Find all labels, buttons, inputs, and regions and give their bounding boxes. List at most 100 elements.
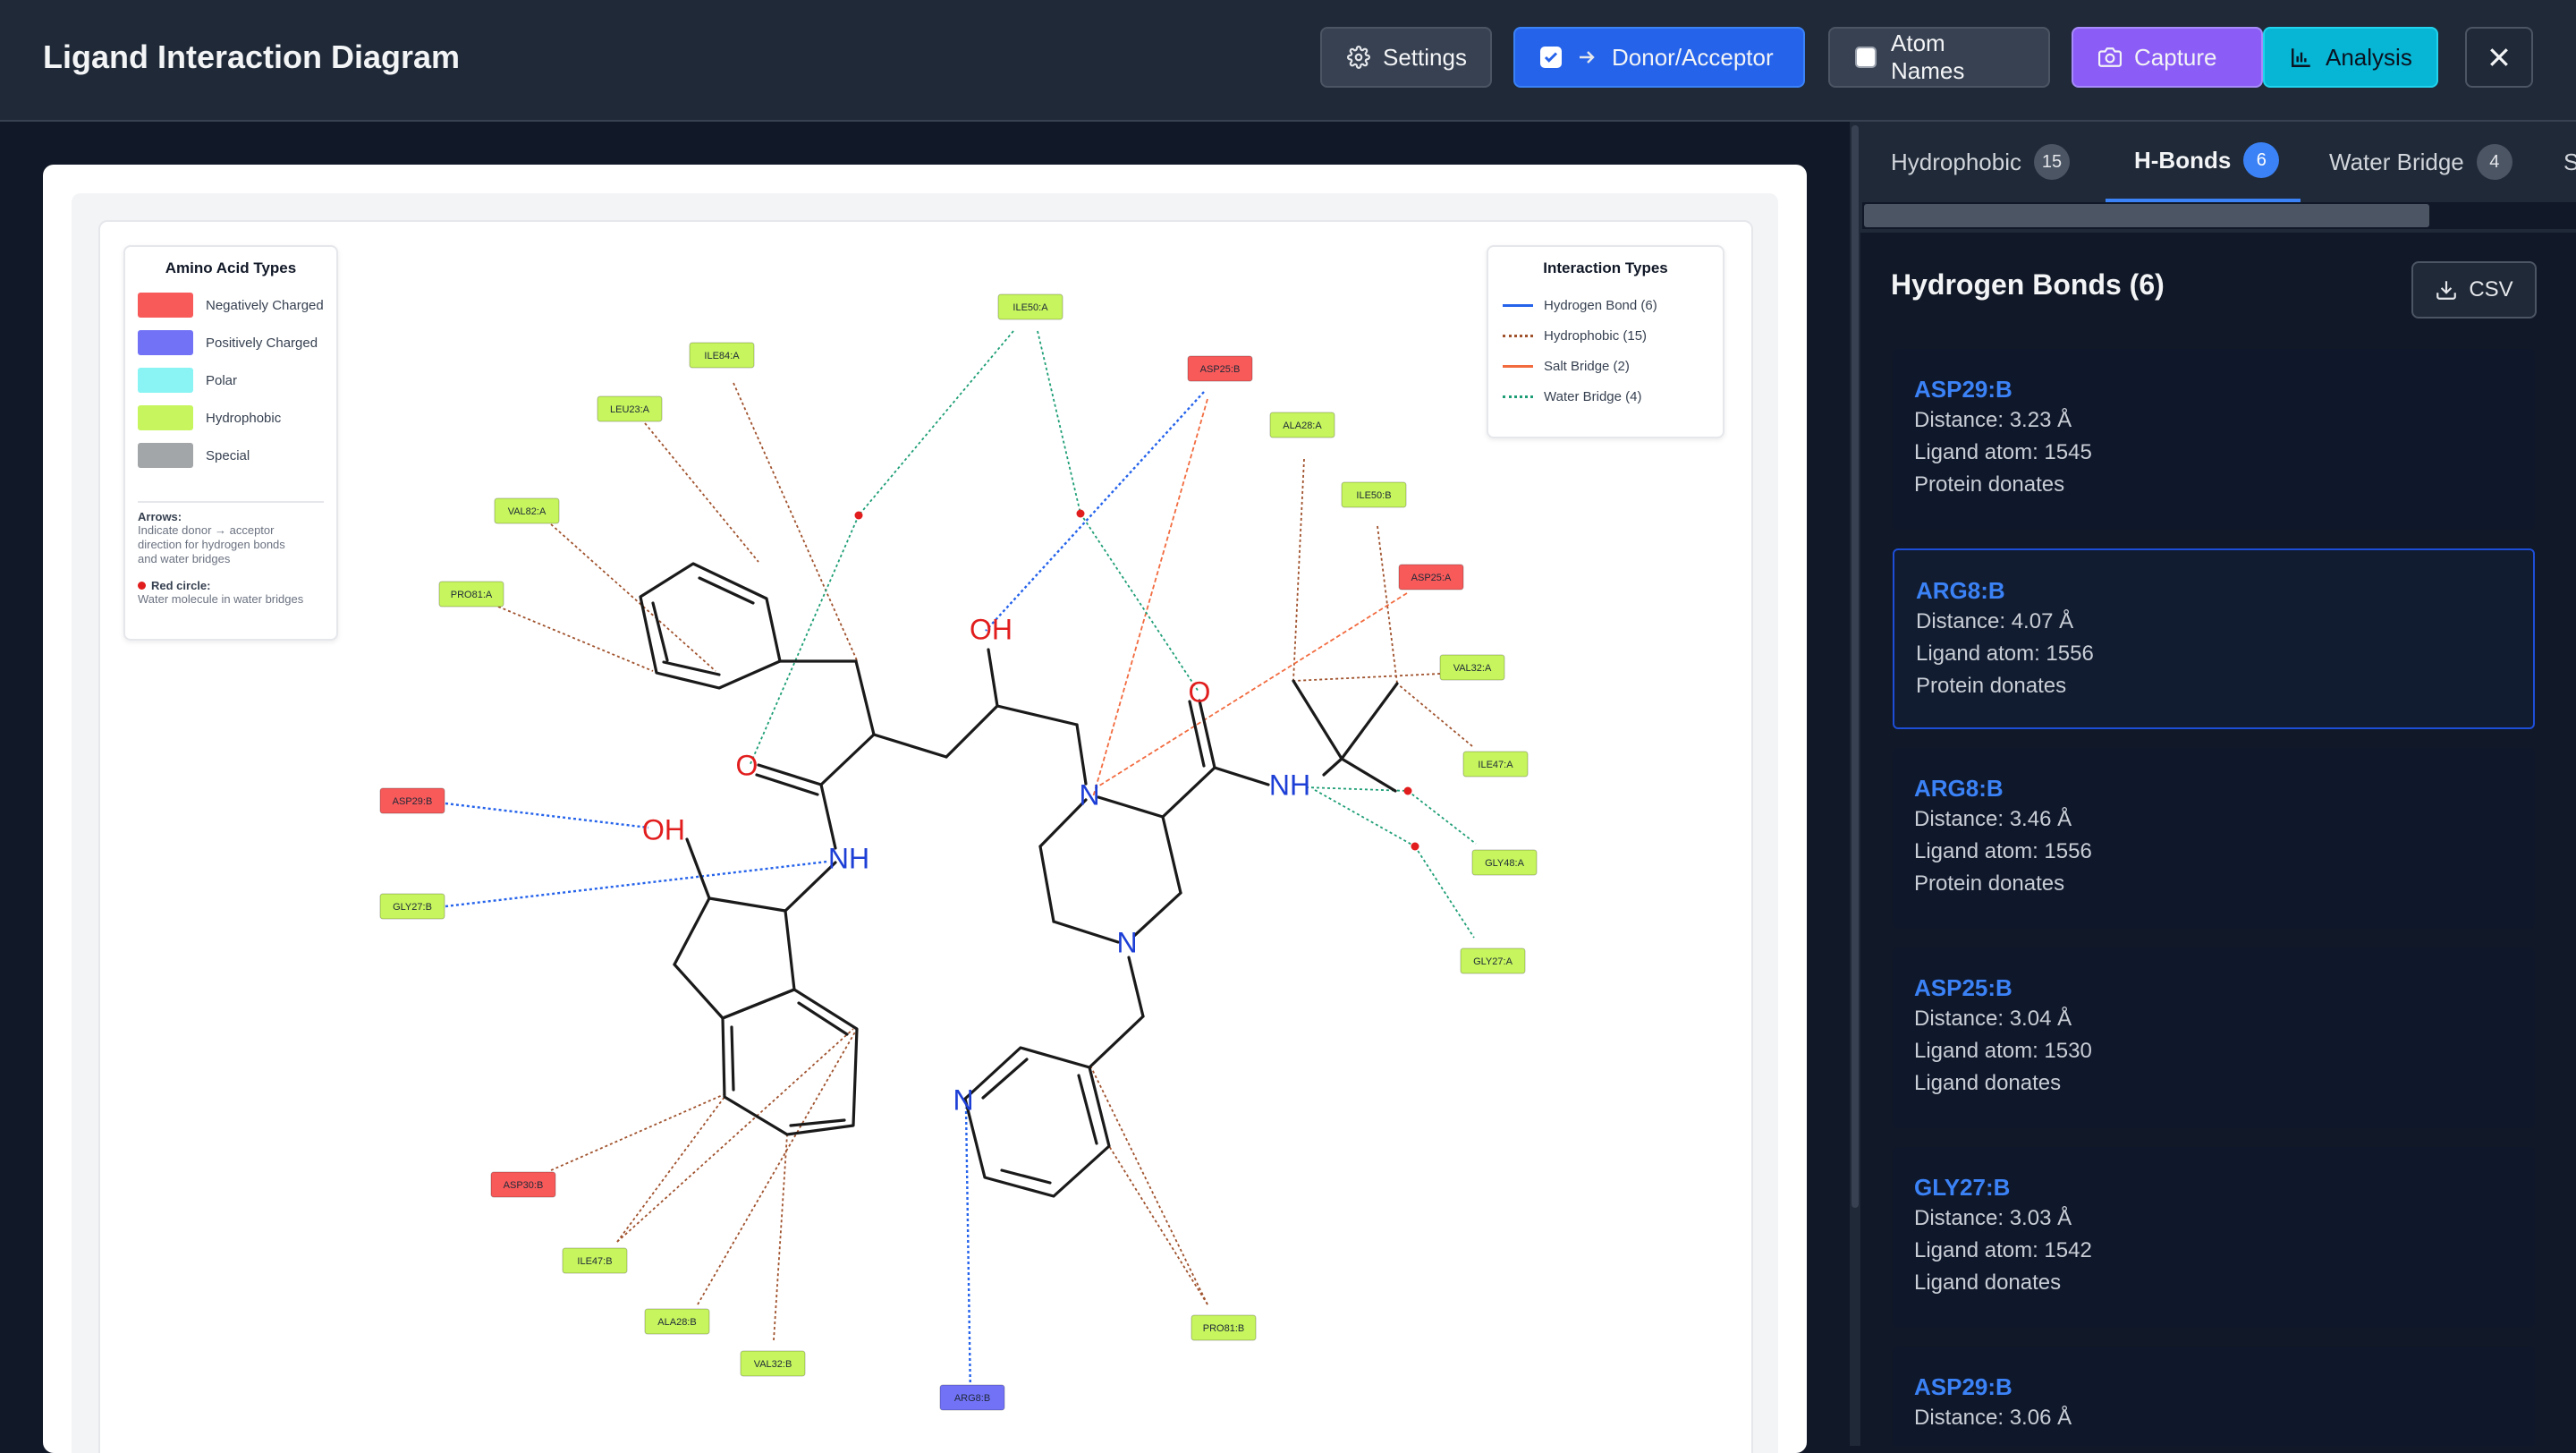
residue-box[interactable] — [997, 293, 1063, 320]
tab-water-bridge[interactable]: Water Bridge 4 — [2329, 122, 2512, 202]
hydrophobic-line — [497, 606, 654, 672]
hydrophobic-line — [550, 523, 716, 672]
water-molecule-dot — [1076, 509, 1085, 518]
residue-node[interactable]: ILE50:A — [997, 293, 1063, 320]
residue-node[interactable]: ASP29:B — [379, 787, 445, 814]
amino-acid-legend-title: Amino Acid Types — [165, 259, 297, 276]
bond-donor: Ligand donates — [1914, 1071, 2062, 1095]
residue-box[interactable] — [1462, 751, 1529, 777]
residue-node[interactable]: GLY48:A — [1471, 849, 1538, 876]
residue-node[interactable]: ILE47:B — [562, 1247, 628, 1274]
bond-card[interactable]: GLY27:B Distance: 3.03 Å Ligand atom: 15… — [1893, 1147, 2535, 1328]
residue-node[interactable]: ILE47:A — [1462, 751, 1529, 777]
residue-label: ALA28:B — [657, 1317, 696, 1328]
residue-box[interactable] — [740, 1350, 806, 1377]
close-button[interactable] — [2465, 27, 2533, 88]
residue-box[interactable] — [597, 395, 663, 422]
residue-box[interactable] — [379, 893, 445, 920]
residue-label: LEU23:A — [610, 404, 650, 415]
residue-box[interactable] — [644, 1308, 710, 1335]
residue-node[interactable]: VAL82:A — [494, 497, 560, 524]
residue-box[interactable] — [1191, 1314, 1257, 1341]
residue-box[interactable] — [1269, 412, 1335, 438]
settings-label: Settings — [1383, 43, 1467, 71]
residue-node[interactable]: ALA28:B — [644, 1308, 710, 1335]
interaction-legend-item: Salt Bridge (2) — [1503, 351, 1723, 381]
arrows-note-title: Arrows: — [138, 510, 182, 523]
amino-acid-legend-item: Polar — [138, 361, 336, 399]
residue-label: PRO81:B — [1203, 1323, 1244, 1334]
residue-box[interactable] — [1439, 654, 1505, 681]
residue-box[interactable] — [438, 581, 504, 608]
residue-box[interactable] — [379, 787, 445, 814]
residue-node[interactable]: ASP25:A — [1398, 564, 1464, 591]
hydrophobic-line — [733, 382, 858, 661]
residue-node[interactable]: ARG8:B — [939, 1384, 1005, 1411]
legend-label: Polar — [206, 372, 238, 388]
bond-card[interactable]: ASP25:B Distance: 3.04 Å Ligand atom: 15… — [1893, 947, 2535, 1128]
residue-box[interactable] — [1398, 564, 1464, 591]
donor-acceptor-label: Donor/Acceptor — [1612, 43, 1774, 71]
hydrophobic-line — [1108, 1145, 1208, 1305]
hydrophobic-line — [697, 1028, 858, 1305]
tab-label: Water Bridge — [2329, 148, 2464, 175]
red-circle-text: Water molecule in water bridges — [138, 592, 304, 606]
residue-labels: ILE50:A ILE84:A ASP25:B LEU23:A ALA28:A ILE50… — [379, 293, 1538, 1411]
residue-node[interactable]: GLY27:A — [1460, 947, 1526, 974]
checkbox-checked-icon[interactable] — [1540, 47, 1562, 68]
bond-donor: Protein donates — [1916, 674, 2067, 698]
bond-distance: Distance: 3.03 Å — [1914, 1206, 2072, 1230]
residue-box[interactable] — [1460, 947, 1526, 974]
atom-label: O — [1189, 676, 1211, 708]
bond-card-selected[interactable]: ARG8:B Distance: 4.07 Å Ligand atom: 155… — [1893, 548, 2535, 729]
bond-card[interactable]: ARG8:B Distance: 3.46 Å Ligand atom: 155… — [1893, 748, 2535, 929]
bond-card[interactable]: ASP29:B Distance: 3.06 Å — [1893, 1347, 2535, 1446]
donor-acceptor-toggle[interactable]: Donor/Acceptor — [1513, 27, 1805, 88]
analysis-button[interactable]: Analysis — [2263, 27, 2438, 88]
residue-node[interactable]: ALA28:A — [1269, 412, 1335, 438]
residue-box[interactable] — [1471, 849, 1538, 876]
settings-button[interactable]: Settings — [1320, 27, 1492, 88]
residue-node[interactable]: PRO81:B — [1191, 1314, 1257, 1341]
panel-resize-handle[interactable] — [1852, 125, 1859, 1208]
residue-node[interactable]: LEU23:A — [597, 395, 663, 422]
residue-label: ASP25:B — [1200, 364, 1241, 375]
atom-names-toggle[interactable]: Atom Names — [1828, 27, 2050, 88]
residue-node[interactable]: VAL32:B — [740, 1350, 806, 1377]
hydrophobic-line — [616, 1096, 725, 1243]
residue-node[interactable]: ILE84:A — [689, 342, 755, 369]
residue-box[interactable] — [490, 1171, 556, 1198]
residue-box[interactable] — [1341, 481, 1407, 508]
capture-button[interactable]: Capture — [2072, 27, 2263, 88]
checkbox-unchecked-icon[interactable] — [1855, 47, 1877, 68]
residue-node[interactable]: ILE50:B — [1341, 481, 1407, 508]
hydrogen-bond-line — [445, 802, 649, 829]
residue-node[interactable]: ASP30:B — [490, 1171, 556, 1198]
residue-label: VAL32:A — [1453, 663, 1492, 674]
residue-node[interactable]: ASP25:B — [1187, 355, 1253, 382]
residue-box[interactable] — [689, 342, 755, 369]
residue-node[interactable]: VAL32:A — [1439, 654, 1505, 681]
residue-box[interactable] — [1187, 355, 1253, 382]
interaction-legend: Interaction Types Hydrogen Bond (6)Hydro… — [1487, 245, 1724, 438]
residue-box[interactable] — [939, 1384, 1005, 1411]
residue-node[interactable]: PRO81:A — [438, 581, 504, 608]
atom-label: OH — [642, 813, 685, 845]
tabs-scrollbar-thumb[interactable] — [1864, 204, 2429, 227]
hydrophobic-line — [644, 422, 759, 563]
bond-card[interactable]: ASP29:B Distance: 3.23 Å Ligand atom: 15… — [1893, 349, 2535, 530]
legend-label: Hydrophobic — [206, 410, 282, 426]
residue-box[interactable] — [494, 497, 560, 524]
bond-distance: Distance: 3.04 Å — [1914, 1007, 2072, 1031]
bond-distance: Distance: 3.23 Å — [1914, 408, 2072, 432]
residue-node[interactable]: GLY27:B — [379, 893, 445, 920]
residue-box[interactable] — [562, 1247, 628, 1274]
tab-h-bonds[interactable]: H-Bonds 6 — [2106, 122, 2301, 202]
export-csv-button[interactable]: CSV — [2411, 261, 2537, 319]
tab-salt-bridge[interactable]: S — [2563, 122, 2576, 202]
tab-hydrophobic[interactable]: Hydrophobic 15 — [1891, 122, 2070, 202]
amino-acid-legend-item: Negatively Charged — [138, 286, 336, 324]
legend-label: Water Bridge (4) — [1544, 388, 1642, 404]
